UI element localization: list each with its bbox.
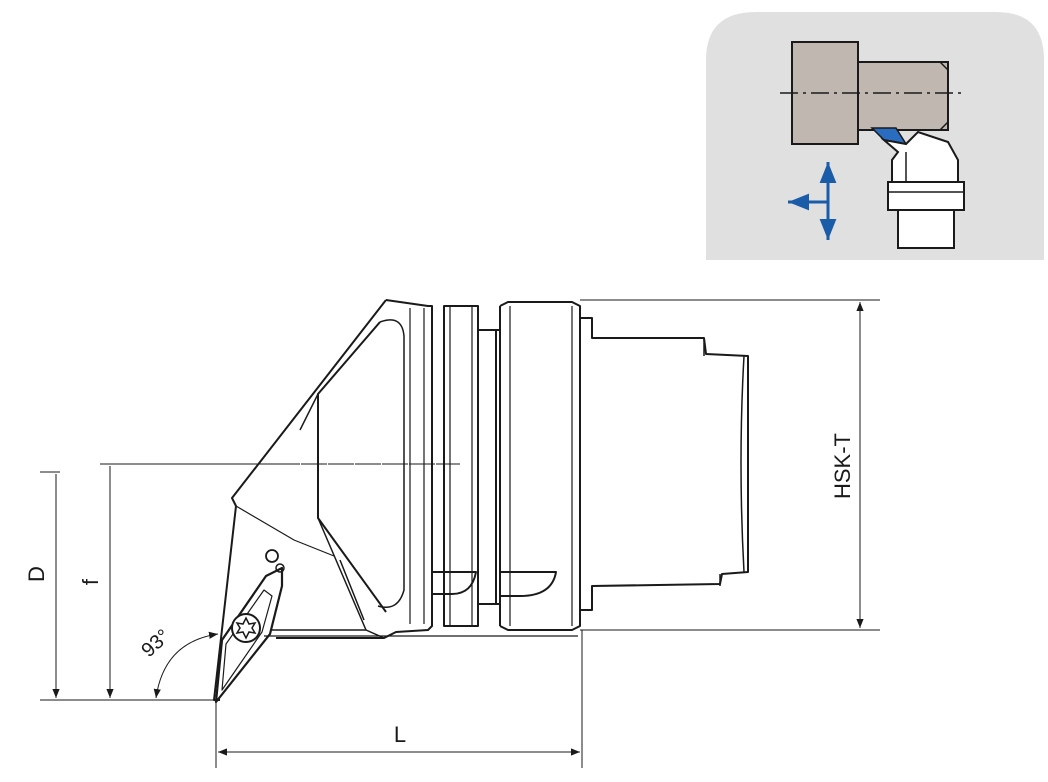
angle-arc bbox=[153, 631, 219, 699]
feed-direction-arrows-icon bbox=[788, 162, 837, 240]
inset-tool-flange bbox=[887, 181, 965, 211]
workpiece-shaft bbox=[857, 61, 949, 131]
hsk-taper bbox=[580, 317, 749, 611]
inset-tool-head bbox=[880, 130, 959, 183]
cutting-insert bbox=[214, 566, 284, 704]
drive-slot bbox=[500, 571, 557, 597]
flange bbox=[499, 301, 581, 631]
body-ring bbox=[364, 299, 433, 639]
tool-holder bbox=[213, 299, 749, 704]
collar bbox=[443, 305, 479, 627]
dimension-f-label: f bbox=[78, 578, 103, 585]
dimension-lines bbox=[40, 299, 880, 768]
dimension-L-label: L bbox=[394, 722, 406, 747]
head-inner-edge bbox=[317, 321, 387, 613]
inset-background bbox=[706, 12, 1044, 260]
inset-tool-shank bbox=[897, 209, 955, 249]
torx-screw-icon bbox=[231, 613, 261, 643]
dimension-hsk-label: HSK-T bbox=[830, 433, 855, 499]
dimension-D-label: D bbox=[24, 566, 49, 582]
clamp-pin bbox=[265, 549, 279, 563]
angle-label: 93° bbox=[137, 625, 174, 662]
application-inset bbox=[706, 12, 1044, 260]
gripper-groove bbox=[477, 329, 500, 605]
